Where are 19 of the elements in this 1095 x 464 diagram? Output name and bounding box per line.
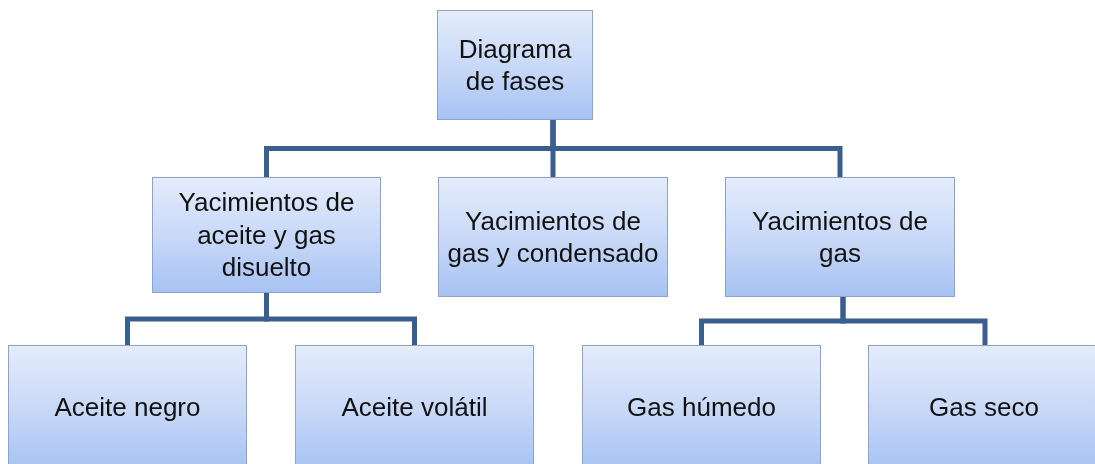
- category-box: [868, 345, 1095, 464]
- box-label: Gas húmedo: [627, 391, 776, 424]
- box-label: Aceite negro: [54, 391, 201, 424]
- category-box: [437, 10, 593, 120]
- category-box: [8, 345, 247, 464]
- box-label: Yacimientos de gas y condensado: [446, 204, 660, 270]
- category-box: [438, 177, 668, 297]
- box-label: Yacimientos de aceite y gas disuelto: [177, 186, 356, 284]
- connector-line: [550, 120, 843, 177]
- connector-line: [264, 293, 417, 345]
- category-box: [152, 177, 381, 293]
- box-label: Diagrama de fases: [457, 32, 573, 98]
- category-box: [295, 345, 534, 464]
- box-label: Aceite volátil: [341, 391, 488, 424]
- box-label: Gas seco: [929, 391, 1039, 424]
- connector-line: [840, 297, 988, 345]
- category-box: [582, 345, 821, 464]
- box-label: Yacimientos de gas: [751, 204, 929, 270]
- category-box: [725, 177, 955, 297]
